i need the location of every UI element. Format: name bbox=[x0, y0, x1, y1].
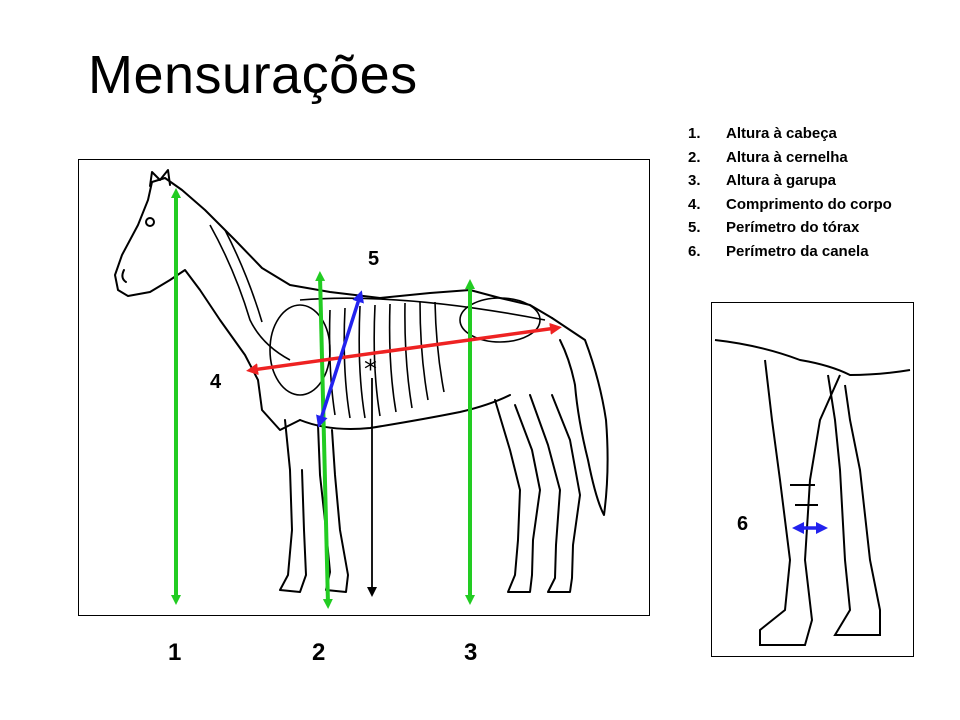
label-5: 5 bbox=[368, 248, 380, 270]
withers-height-line bbox=[315, 271, 333, 609]
legend-item: 4.Comprimento do corpo bbox=[688, 195, 892, 213]
label-1: 1 bbox=[168, 639, 182, 666]
center-of-gravity-icon: * bbox=[364, 355, 377, 385]
label-4: 4 bbox=[210, 371, 222, 393]
body-length-line bbox=[246, 322, 562, 376]
label-3: 3 bbox=[464, 639, 478, 666]
legend-item: 2.Altura à cernelha bbox=[688, 148, 848, 166]
measurement-legend: 1.Altura à cabeça 2.Altura à cernelha 3.… bbox=[688, 122, 892, 263]
chest-girth-line bbox=[316, 290, 364, 428]
cannon-leg-drawing bbox=[714, 339, 911, 646]
legend-item: 1.Altura à cabeça bbox=[688, 125, 837, 142]
label-2: 2 bbox=[312, 639, 326, 666]
page-title: Mensurações bbox=[88, 45, 418, 105]
legend-item: 3.Altura à garupa bbox=[688, 172, 837, 189]
cannon-detail-panel bbox=[711, 302, 914, 657]
legend-item: 5.Perímetro do tórax bbox=[688, 219, 860, 236]
legend-item: 6.Perímetro da canela bbox=[688, 242, 869, 260]
label-6: 6 bbox=[737, 513, 749, 535]
